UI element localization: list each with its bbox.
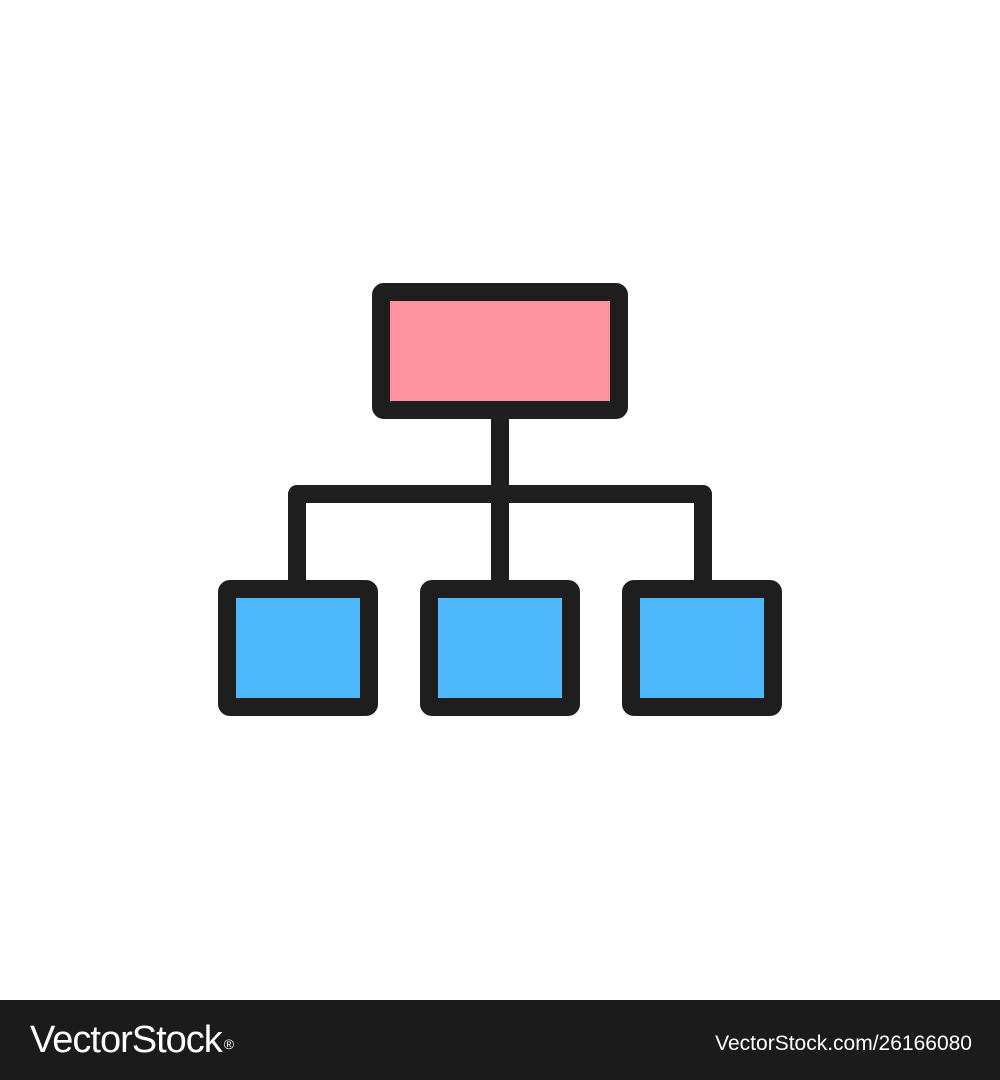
child-node-box-left xyxy=(218,580,378,716)
connector-lines xyxy=(288,410,712,589)
icon-canvas xyxy=(218,283,782,716)
brand-name: VectorStock xyxy=(30,1019,223,1061)
registered-mark: ® xyxy=(223,1036,234,1052)
child-node-box-right xyxy=(622,580,782,716)
brand-logo: VectorStock® xyxy=(30,1016,234,1064)
hierarchy-icon xyxy=(218,283,782,716)
child-node-box-center xyxy=(420,580,580,716)
root-node-box xyxy=(372,283,628,419)
watermark-footer: VectorStock® VectorStock.com/26166080 xyxy=(0,1000,1000,1080)
image-id-text: VectorStock.com/26166080 xyxy=(715,1032,972,1055)
